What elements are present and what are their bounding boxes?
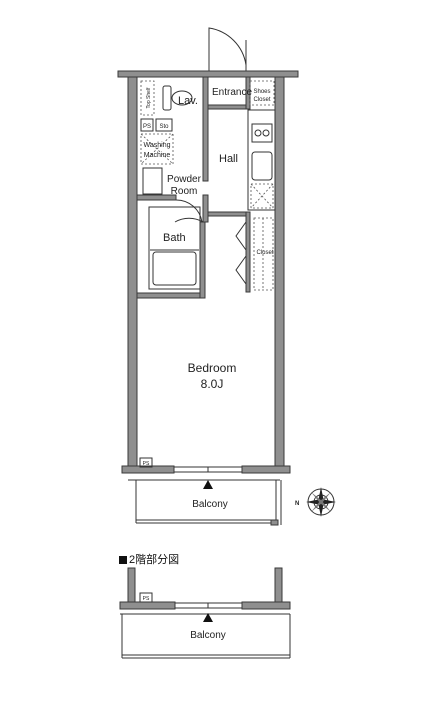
bath-door-swing bbox=[174, 217, 204, 223]
interior-walls bbox=[136, 76, 251, 299]
closet-box bbox=[235, 217, 274, 291]
shoes-closet-box bbox=[249, 80, 275, 106]
entrance-door bbox=[208, 27, 247, 72]
closet-label: Closet bbox=[256, 250, 273, 256]
powder-room-label-2: Room bbox=[171, 186, 198, 197]
shoes-closet-label-2: Closet bbox=[253, 97, 270, 103]
square-bullet-icon bbox=[119, 556, 127, 564]
ps-box-bottom bbox=[139, 457, 153, 468]
outer-walls bbox=[117, 70, 299, 474]
toilet-icon bbox=[162, 85, 193, 111]
lav-label: Lav. bbox=[178, 95, 198, 107]
sto-box bbox=[155, 118, 173, 132]
bedroom-size: 8.0J bbox=[201, 377, 224, 391]
balcony-post bbox=[270, 519, 279, 526]
entrance-label: Entrance bbox=[212, 87, 252, 98]
shoes-closet-label-1: Shoes bbox=[253, 89, 270, 95]
top-shelf-label: Top Shelf bbox=[146, 87, 152, 108]
bath-label: Bath bbox=[163, 232, 186, 244]
north-label: N bbox=[295, 501, 299, 507]
balcony-outline bbox=[128, 479, 282, 525]
sto-label: Sto bbox=[159, 124, 169, 130]
ps-box bbox=[140, 118, 154, 132]
ps-label: PS bbox=[143, 124, 151, 130]
top-shelf-box bbox=[140, 80, 155, 116]
bedroom-window bbox=[174, 466, 242, 473]
kitchen-counter bbox=[247, 109, 276, 211]
compass-icon bbox=[306, 487, 336, 517]
floor2-heading: 2階部分図 bbox=[119, 551, 179, 567]
washing-label-1: Washing bbox=[144, 142, 171, 149]
floor2-entry-arrow-icon bbox=[203, 613, 213, 622]
bathtub bbox=[148, 206, 201, 290]
balcony-floor2-label: Balcony bbox=[190, 630, 226, 641]
hall-label: Hall bbox=[219, 153, 238, 165]
ps-bottom-label: PS bbox=[143, 461, 150, 467]
powder-door-swing bbox=[175, 199, 203, 223]
bedroom-label: Bedroom bbox=[188, 361, 237, 375]
vanity-sink bbox=[142, 167, 163, 195]
entry-arrow-icon bbox=[203, 480, 213, 489]
balcony-label: Balcony bbox=[192, 499, 228, 510]
powder-room-label-1: Powder bbox=[167, 174, 202, 185]
washing-label-2: Machine bbox=[144, 152, 171, 159]
floor2-heading-text: 2階部分図 bbox=[129, 554, 180, 566]
washing-machine-box bbox=[140, 133, 174, 165]
ps-floor2-label: PS bbox=[143, 596, 150, 602]
floor2-plan bbox=[119, 567, 291, 659]
